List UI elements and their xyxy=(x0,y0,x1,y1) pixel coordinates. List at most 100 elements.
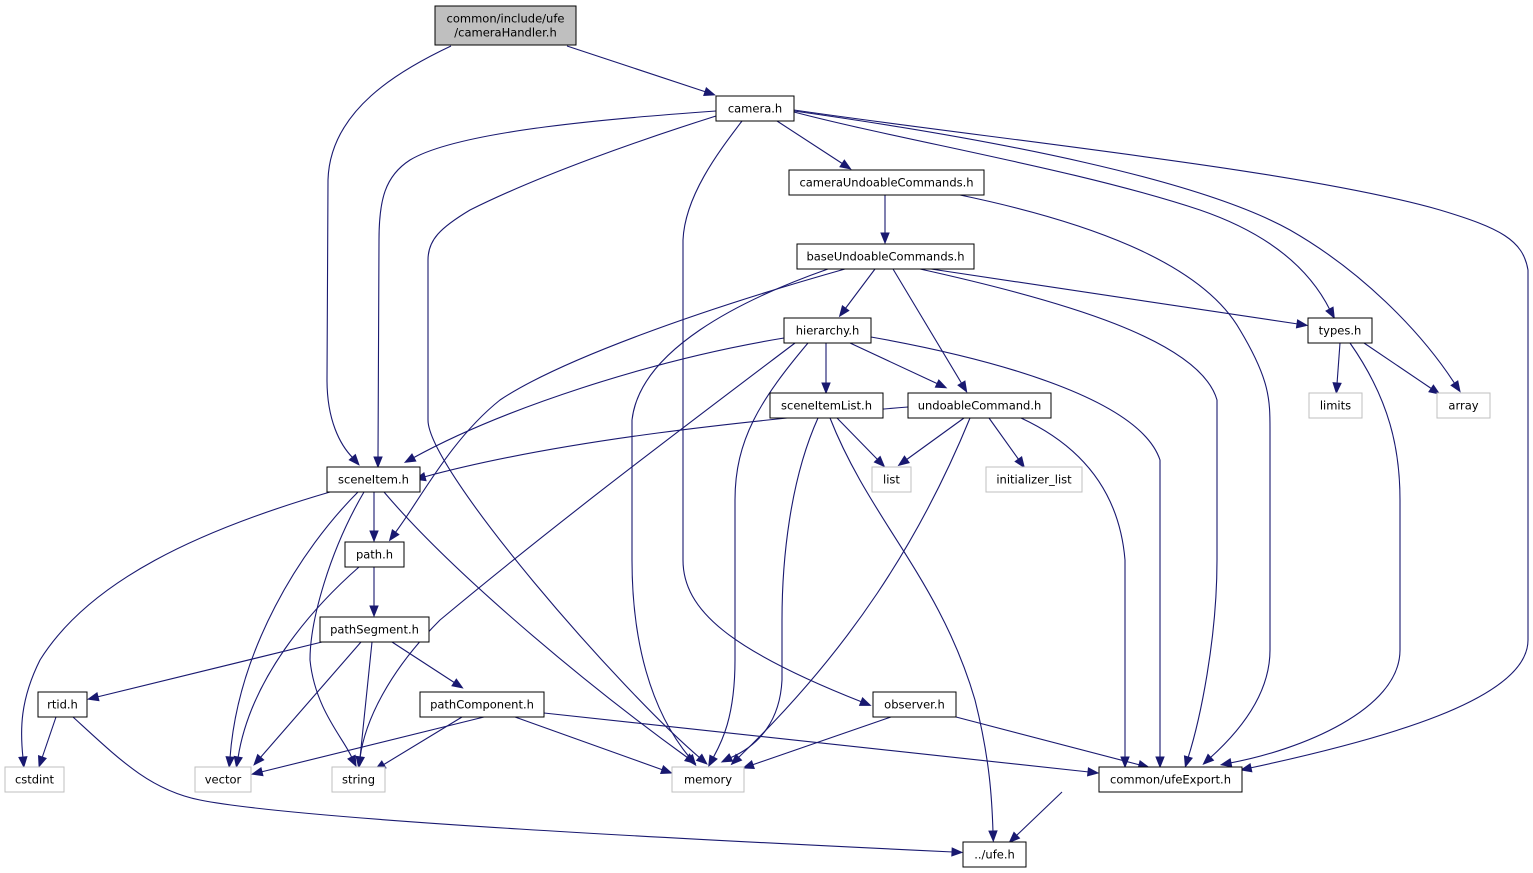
node-label: camera.h xyxy=(728,102,782,116)
arrowhead-icon xyxy=(1014,456,1026,469)
arrowhead-icon xyxy=(253,753,265,766)
arrowhead-icon xyxy=(695,753,708,765)
edge-line xyxy=(359,342,796,759)
edge-line xyxy=(394,268,846,534)
arrowhead-icon xyxy=(38,755,47,768)
node-observer[interactable]: observer.h xyxy=(872,691,957,718)
node-label: memory xyxy=(684,773,732,787)
edge-line xyxy=(309,491,365,759)
edge-line xyxy=(1363,342,1433,390)
node-label: string xyxy=(342,773,375,787)
node-pathSegment[interactable]: pathSegment.h xyxy=(319,616,430,643)
node-label: types.h xyxy=(1319,324,1362,338)
edge-path-to-vector xyxy=(233,566,360,769)
edge-pathSegment-to-pathComponent xyxy=(391,641,464,689)
edge-types-to-limits xyxy=(1332,342,1342,395)
edge-line xyxy=(870,336,1161,758)
node-cameraUndoableCommands[interactable]: cameraUndoableCommands.h xyxy=(788,169,985,196)
node-label: pathSegment.h xyxy=(330,623,419,637)
node-label: list xyxy=(883,473,900,487)
arrowhead-icon xyxy=(873,455,886,468)
node-hierarchy[interactable]: hierarchy.h xyxy=(783,317,872,344)
edge-sceneItem-to-vector xyxy=(225,491,359,769)
arrowhead-icon xyxy=(1202,753,1215,766)
arrowhead-icon xyxy=(18,756,28,769)
edge-pathSegment-to-vector xyxy=(253,641,362,766)
node-pathComponent[interactable]: pathComponent.h xyxy=(419,691,545,718)
arrowhead-icon xyxy=(369,605,379,618)
edge-line xyxy=(1229,342,1401,764)
edge-line xyxy=(326,45,452,459)
node-undoableCommand[interactable]: undoableCommand.h xyxy=(907,392,1052,419)
edge-baseUndoableCommands-to-path xyxy=(388,268,846,542)
node-path[interactable]: path.h xyxy=(344,541,405,568)
node-rtid[interactable]: rtid.h xyxy=(37,691,88,718)
edge-pathSegment-to-rtid xyxy=(86,641,323,702)
node-cameraHandler[interactable]: common/include/ufe/cameraHandler.h xyxy=(434,5,577,46)
arrowhead-icon xyxy=(821,382,831,395)
edge-line xyxy=(930,268,1299,325)
node-box xyxy=(962,841,1027,868)
edge-line xyxy=(793,109,1529,769)
edge-pathComponent-to-ufeExport xyxy=(543,712,1100,777)
node-ufe[interactable]: ../ufe.h xyxy=(962,841,1027,868)
arrowhead-icon xyxy=(1086,767,1100,777)
arrowhead-icon xyxy=(951,847,964,857)
edge-line xyxy=(751,716,892,766)
node-label: array xyxy=(1448,399,1478,413)
arrowhead-icon xyxy=(233,755,243,769)
arrowhead-icon xyxy=(355,756,365,769)
arrowhead-icon xyxy=(388,528,400,542)
arrowhead-icon xyxy=(1325,306,1335,320)
edge-ufeExport-to-ufe xyxy=(1008,791,1063,844)
node-box xyxy=(1436,392,1491,419)
edge-line xyxy=(391,641,456,684)
node-box xyxy=(985,466,1083,493)
node-box xyxy=(434,5,577,46)
edge-line xyxy=(427,115,717,759)
node-ufeExport[interactable]: common/ufeExport.h xyxy=(1098,766,1243,793)
node-label: undoableCommand.h xyxy=(918,399,1042,413)
node-limits: limits xyxy=(1308,392,1363,419)
edge-rtid-to-cstdint xyxy=(38,716,57,768)
arrowhead-icon xyxy=(934,379,948,389)
edge-types-to-array xyxy=(1363,342,1441,395)
edge-hierarchy-to-undoableCommand xyxy=(849,342,948,389)
arrowhead-icon xyxy=(742,760,755,769)
edge-line xyxy=(849,342,939,385)
edge-path-to-pathSegment xyxy=(369,567,379,618)
arrowhead-icon xyxy=(730,753,743,766)
edge-sceneItemList-to-memory xyxy=(720,417,819,763)
node-label: limits xyxy=(1320,399,1351,413)
edge-undoableCommand-to-memory xyxy=(730,417,971,766)
edge-pathSegment-to-string xyxy=(355,641,373,769)
node-label: sceneItem.h xyxy=(338,473,409,487)
edge-rtid-to-ufe xyxy=(72,716,964,857)
node-sceneItemList[interactable]: sceneItemList.h xyxy=(769,392,884,419)
arrowhead-icon xyxy=(1295,319,1309,329)
edge-line xyxy=(631,268,829,759)
node-memory: memory xyxy=(671,766,745,793)
edge-line xyxy=(829,417,994,833)
arrowhead-icon xyxy=(957,380,968,393)
arrowhead-icon xyxy=(369,530,379,543)
node-baseUndoableCommands[interactable]: baseUndoableCommands.h xyxy=(796,243,975,270)
edge-line xyxy=(514,716,664,771)
edge-line xyxy=(359,641,373,759)
edge-camera-to-cameraUndoableCommands xyxy=(776,120,852,170)
node-camera[interactable]: camera.h xyxy=(715,95,795,122)
node-box xyxy=(1308,392,1363,419)
arrowhead-icon xyxy=(451,678,464,689)
node-sceneItem[interactable]: sceneItem.h xyxy=(326,466,421,493)
edges-layer xyxy=(18,45,1529,857)
node-box xyxy=(871,466,912,493)
edge-line xyxy=(793,111,1331,311)
arrowhead-icon xyxy=(897,455,910,467)
node-cstdint: cstdint xyxy=(4,766,65,793)
edge-line xyxy=(229,491,359,759)
arrowhead-icon xyxy=(1155,756,1165,769)
node-box xyxy=(1307,317,1373,344)
node-box xyxy=(331,766,386,793)
node-types[interactable]: types.h xyxy=(1307,317,1373,344)
arrowhead-icon xyxy=(403,453,417,463)
